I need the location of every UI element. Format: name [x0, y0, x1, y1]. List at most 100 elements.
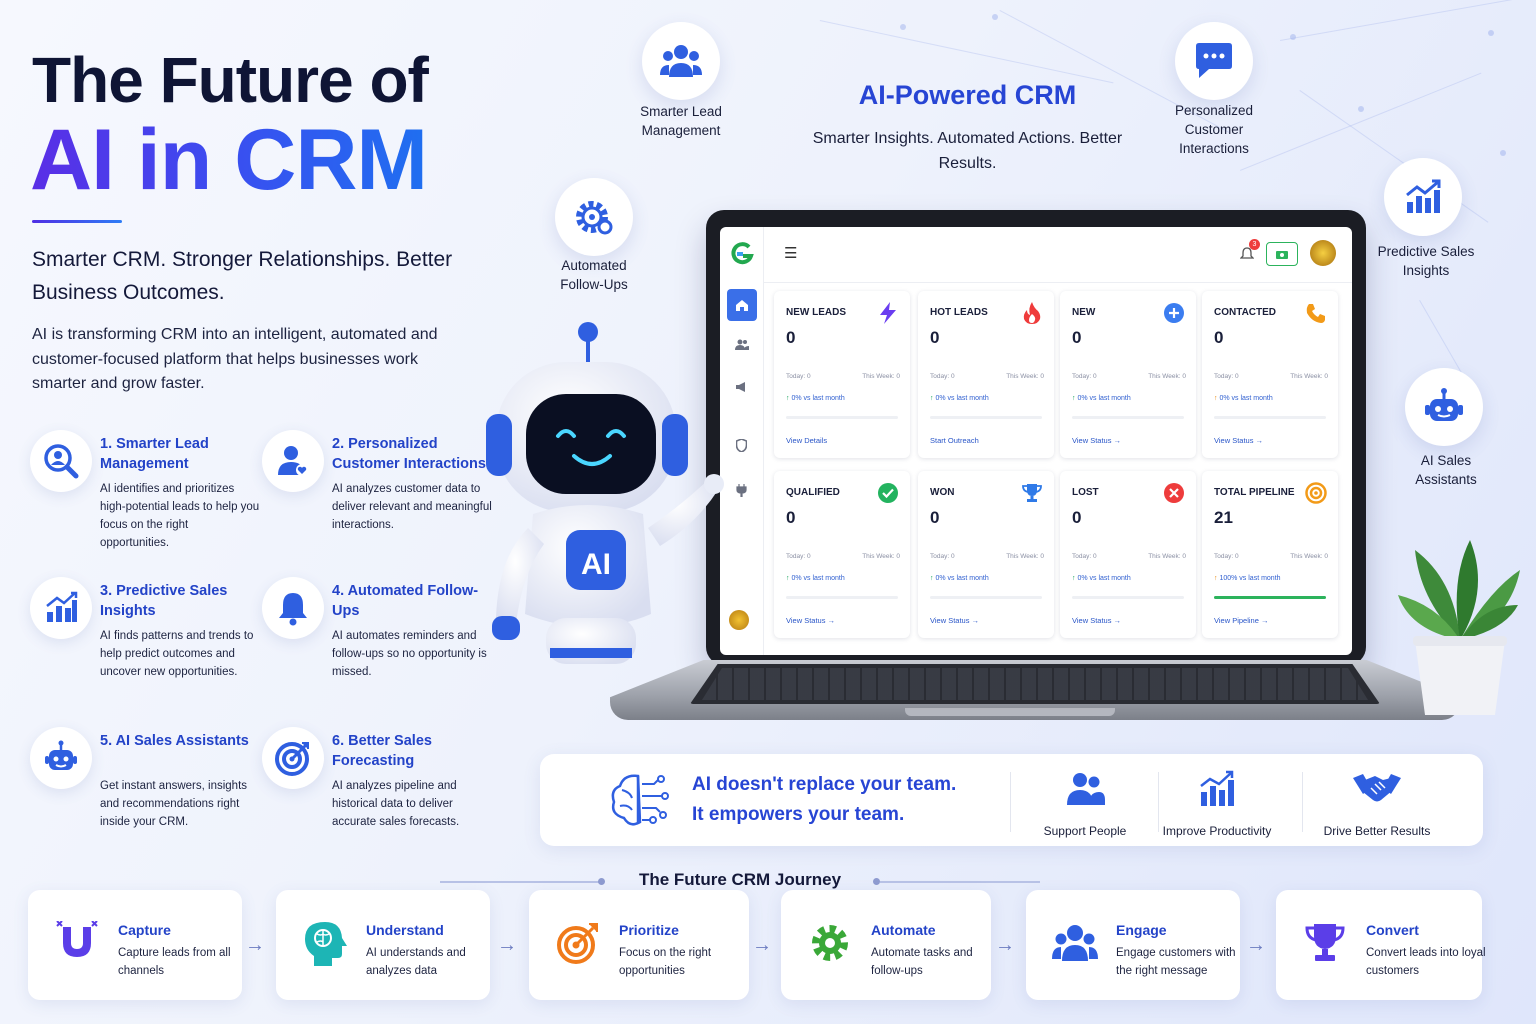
stat-label: QUALIFIED	[786, 487, 840, 498]
journey-step-engage: Engage Engage customers with the right m…	[1026, 890, 1240, 1000]
plug-icon[interactable]	[736, 484, 747, 502]
stat-week: This Week: 0	[862, 373, 900, 380]
stat-week: This Week: 0	[1290, 373, 1328, 380]
handshake-icon	[1302, 768, 1452, 810]
stat-progress-bar	[1214, 596, 1326, 599]
journey-step-prioritize: Prioritize Focus on the right opportunit…	[529, 890, 749, 1000]
growth-arrow-icon: ↑	[786, 575, 790, 582]
brain-circuit-icon	[608, 770, 672, 835]
dashboard-topbar: ☰ 3	[764, 227, 1352, 283]
empower-line2: It empowers your team.	[692, 804, 905, 825]
journey-step-title: Understand	[366, 922, 444, 938]
user-avatar[interactable]	[729, 610, 749, 630]
stat-today: Today: 0	[1072, 373, 1097, 380]
hamburger-menu-icon[interactable]: ☰	[784, 245, 798, 262]
feature-title: 4. Automated Follow-Ups	[332, 583, 479, 619]
journey-step-understand: Understand AI understands and analyzes d…	[276, 890, 490, 1000]
stat-growth: ↑ 0% vs last month	[1214, 395, 1273, 402]
growth-text: 0% vs last month	[935, 395, 989, 402]
floating-label-assistants: AI Sales Assistants	[1415, 453, 1477, 487]
chat-bubble-icon	[1175, 22, 1253, 100]
chart-up-icon	[1384, 158, 1462, 236]
divider	[1158, 772, 1159, 832]
empower-item-productivity: Improve Productivity	[1142, 768, 1292, 838]
feature-desc: AI finds patterns and trends to help pre…	[100, 630, 254, 678]
phone-icon	[1304, 301, 1328, 325]
user-heart-icon	[262, 430, 324, 492]
keyboard-keys	[702, 668, 1368, 700]
stat-today: Today: 0	[786, 553, 811, 560]
profile-avatar[interactable]	[1310, 240, 1336, 266]
plus-circle-icon	[1162, 301, 1186, 325]
stat-action-link[interactable]: Start Outreach	[930, 436, 979, 445]
megaphone-icon[interactable]	[735, 380, 748, 398]
stat-value: 0	[930, 508, 940, 527]
stat-week: This Week: 0	[1290, 553, 1328, 560]
empower-item-support: Support People	[1010, 768, 1160, 838]
notification-count-badge: 3	[1249, 239, 1260, 250]
stat-action-link[interactable]: View Pipeline →	[1214, 616, 1269, 625]
people-icon	[1010, 768, 1160, 810]
stat-action-link[interactable]: View Status →	[1214, 436, 1264, 445]
journey-line-left	[440, 881, 600, 883]
camera-icon[interactable]	[1266, 242, 1298, 266]
stat-value: 0	[1072, 328, 1082, 347]
stat-today: Today: 0	[786, 373, 811, 380]
stat-label: NEW	[1072, 307, 1096, 318]
growth-arrow-icon: ↑	[1072, 395, 1076, 402]
stat-action-link[interactable]: View Status →	[1072, 436, 1122, 445]
chart-up-icon	[30, 577, 92, 639]
growth-text: 0% vs last month	[1219, 395, 1273, 402]
floating-label-personalized: Personalized Customer Interactions	[1174, 103, 1254, 156]
hero-divider	[32, 220, 122, 223]
arrow-right-icon: →	[1246, 934, 1266, 956]
ai-crm-title: AI-Powered CRM	[858, 80, 1077, 110]
brain-head-icon	[300, 918, 350, 968]
arrow-right-icon: →	[497, 934, 517, 956]
stat-today: Today: 0	[930, 373, 955, 380]
stat-action-link[interactable]: View Details	[786, 436, 828, 445]
stat-growth: ↑ 0% vs last month	[786, 395, 845, 402]
home-icon[interactable]	[727, 289, 757, 321]
gear-icon	[805, 918, 855, 968]
stat-label: CONTACTED	[1214, 307, 1277, 318]
arrow-right-icon: →	[245, 934, 265, 956]
stat-label: TOTAL PIPELINE	[1214, 487, 1295, 498]
stat-action-link[interactable]: View Status →	[930, 616, 980, 625]
floating-label-predictive: Predictive Sales Insights	[1377, 244, 1475, 278]
stat-action-link[interactable]: View Status →	[1072, 616, 1122, 625]
group-icon	[1050, 918, 1100, 968]
bar-chart-icon	[1142, 768, 1292, 810]
stat-week: This Week: 0	[1006, 373, 1044, 380]
empower-item-label: Drive Better Results	[1323, 824, 1431, 838]
stat-week: This Week: 0	[1148, 373, 1186, 380]
feature-desc: AI identifies and prioritizes high-poten…	[100, 483, 260, 549]
shield-icon[interactable]	[735, 438, 748, 457]
hero-title-line2: AI in CRM	[30, 112, 428, 208]
growth-text: 0% vs last month	[791, 395, 845, 402]
journey-dot-left	[598, 878, 605, 885]
stat-growth: ↑ 0% vs last month	[930, 575, 989, 582]
notification-bell-icon[interactable]: 3	[1239, 239, 1260, 266]
empower-message: AI doesn't replace your team. It empower…	[692, 770, 992, 830]
hero-description: AI is transforming CRM into an intellige…	[32, 326, 438, 392]
empower-item-label: Improve Productivity	[1162, 824, 1272, 838]
journey-step-desc: AI understands and analyzes data	[366, 947, 466, 977]
stat-growth: ↑ 0% vs last month	[1072, 575, 1131, 582]
stat-week: This Week: 0	[862, 553, 900, 560]
feature-desc: AI analyzes customer data to deliver rel…	[332, 483, 492, 531]
feature-title: 5. AI Sales Assistants	[100, 733, 249, 749]
empower-item-label: Support People	[1043, 824, 1127, 838]
stat-action-link[interactable]: View Status →	[786, 616, 836, 625]
floating-label-followups: Automated Follow-Ups	[560, 258, 628, 292]
users-icon[interactable]	[735, 338, 749, 353]
